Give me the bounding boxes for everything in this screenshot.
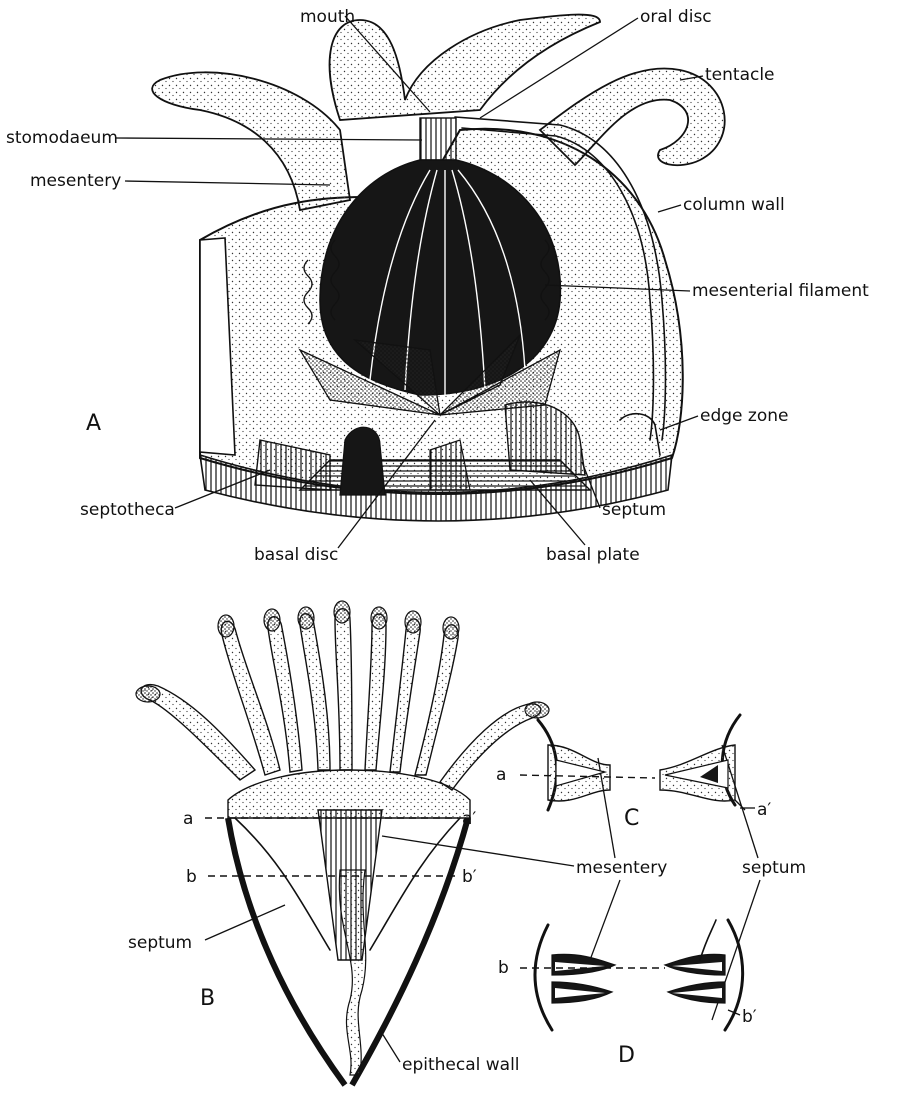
label-septum-cd: septum	[742, 858, 806, 878]
tentacle-left	[152, 72, 350, 210]
label-septotheca: septotheca	[80, 500, 175, 520]
label-edge-zone: edge zone	[700, 406, 788, 426]
label-b-prime-b: b′	[462, 867, 477, 887]
label-basal-plate: basal plate	[546, 545, 640, 565]
panel-label-c: C	[624, 806, 639, 831]
label-septum-b: septum	[128, 933, 192, 953]
label-tentacle: tentacle	[705, 65, 775, 85]
label-septum-a: septum	[602, 500, 666, 520]
panel-c-illustration	[520, 715, 745, 810]
basal-disc-shape	[340, 427, 385, 495]
panel-b-illustration	[136, 601, 549, 1090]
label-b-d: b	[498, 958, 509, 978]
label-a-b: a	[183, 809, 193, 829]
label-column-wall: column wall	[683, 195, 785, 215]
stomodaeum-tube	[420, 118, 456, 160]
label-mesenterial-filament: mesenterial filament	[692, 281, 869, 301]
label-oral-disc: oral disc	[640, 7, 712, 27]
label-mouth: mouth	[300, 7, 355, 27]
tentacle-right	[540, 68, 725, 165]
label-basal-disc: basal disc	[254, 545, 338, 565]
label-a-prime-b: a′	[462, 809, 476, 829]
panel-label-b: B	[200, 986, 215, 1011]
label-mesentery-bcd: mesentery	[576, 858, 667, 878]
panel-label-d: D	[618, 1043, 635, 1068]
label-epithecal-wall: epithecal wall	[402, 1055, 520, 1075]
label-b-b: b	[186, 867, 197, 887]
panel-a-illustration	[152, 15, 725, 521]
label-a-prime-c: a′	[757, 800, 771, 820]
label-mesentery-a: mesentery	[30, 171, 121, 191]
panel-label-a: A	[86, 411, 101, 436]
panel-d-illustration	[520, 920, 743, 1030]
label-b-prime-d: b′	[742, 1007, 757, 1027]
label-a-c: a	[496, 765, 506, 785]
tentacles-b	[141, 609, 541, 790]
label-stomodaeum: stomodaeum	[6, 128, 118, 148]
